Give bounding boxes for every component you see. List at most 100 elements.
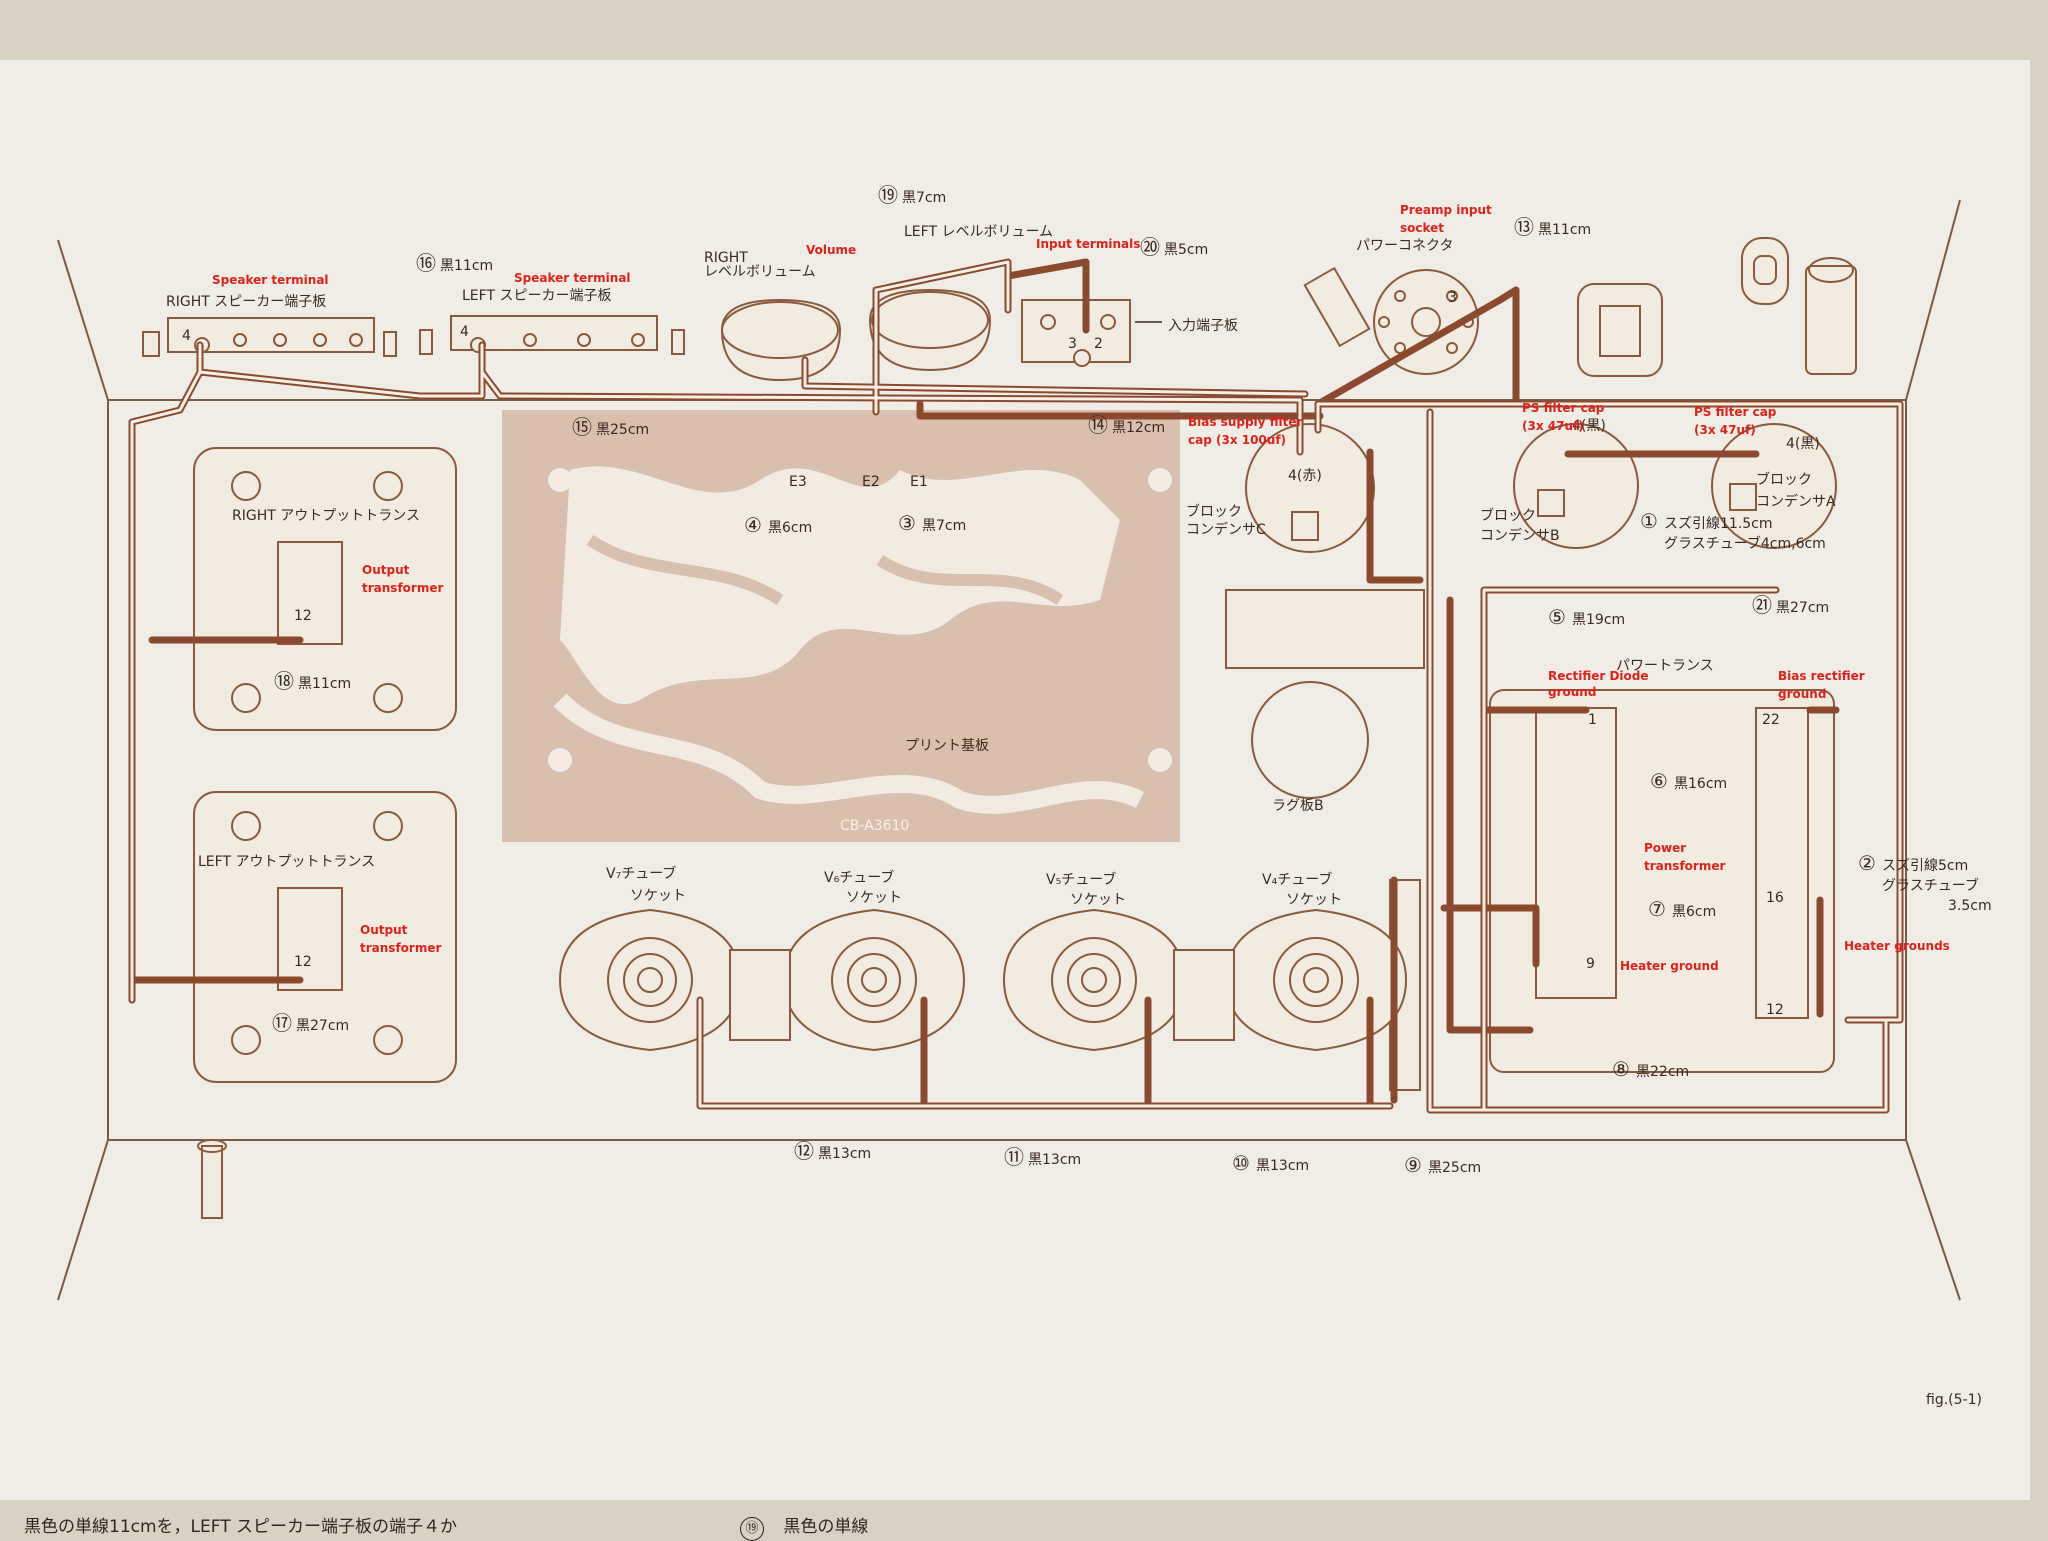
pt-pin-1: 1 (1588, 712, 1597, 728)
ground-post (197, 1139, 227, 1219)
wire-number: ⑬ (1514, 215, 1534, 239)
left-volume-label: LEFT レベルボリューム (904, 224, 1053, 240)
wire-sleeve-length: 3.5cm (1948, 898, 1992, 914)
wire-number: ⑭ (1088, 413, 1108, 437)
footer-text: 黒色の単線11cmを，LEFT スピーカー端子板の端子４か (24, 1517, 458, 1537)
wire-length: 黒6cm (1672, 904, 1716, 920)
block-cap-c-label-1: ブロック (1186, 503, 1242, 520)
wire-number: ㉑ (1752, 593, 1772, 617)
left-volume-pot (868, 288, 992, 372)
pt-pin-9: 9 (1586, 956, 1595, 972)
right-output-transformer: 12 (193, 447, 457, 731)
cap-c-pin-label: 4(赤) (1288, 468, 1322, 484)
annotation-input-terminals: Input terminals (1036, 237, 1140, 251)
left-speaker-terminal-board: 4 (419, 315, 685, 355)
tube-v5-label: V₅チューブ (1046, 871, 1116, 888)
annotation-ot-right-2: transformer (362, 581, 443, 595)
wire-number: ⑰ (272, 1011, 292, 1035)
annotation-ot-left-2: transformer (360, 941, 441, 955)
wire-number: ① (1640, 509, 1658, 533)
choke-block (1225, 589, 1425, 799)
footer-step: ⑲ 黒色の単線 (740, 1512, 868, 1541)
lug-board-label: ラグ板B (1272, 798, 1324, 814)
right-ot-pin-label: 12 (294, 608, 312, 624)
tube-v7-sub: ソケット (630, 888, 686, 904)
board-part-number: CB-A3610 (840, 818, 909, 834)
wire-number: ⑩ (1232, 1151, 1250, 1175)
trim-pot-1 (729, 949, 791, 1041)
block-cap-b-label-2: コンデンサB (1480, 527, 1560, 544)
wire-length: 黒5cm (1164, 242, 1208, 258)
printed-circuit-board: プリント基板 CB-A3610 (502, 410, 1180, 842)
wire-length: 黒13cm (1028, 1152, 1081, 1168)
pt-pin-16: 16 (1766, 890, 1784, 906)
tube-socket-3 (1002, 908, 1186, 1052)
right-output-transformer-label: RIGHT アウトプットトランス (232, 508, 420, 524)
left-output-transformer-label: LEFT アウトプットトランス (198, 854, 375, 870)
pad-e1: E1 (910, 474, 928, 490)
wire-length: 黒27cm (296, 1018, 349, 1034)
left-speaker-pin-label: 4 (460, 324, 469, 340)
wire-length: 黒6cm (768, 520, 812, 536)
tube-v5-sub: ソケット (1070, 892, 1126, 908)
tube-v4-label: V₄チューブ (1262, 871, 1332, 888)
wire-length: 黒7cm (902, 190, 946, 206)
block-cap-a-label-1: ブロック (1756, 471, 1812, 488)
input-terminal-board: 3 2 (1021, 299, 1162, 367)
board-label: プリント基板 (905, 737, 989, 754)
annotation-ps-cap-b-2: (3x 47uf) (1522, 419, 1584, 433)
annotation-ps-cap-b-1: PS filter cap (1522, 401, 1605, 415)
input-terminal-label: 入力端子板 (1168, 318, 1238, 334)
cap-a-pin-label: 4(黒) (1786, 436, 1820, 452)
input-pin-3: 3 (1068, 336, 1077, 352)
block-capacitor-c: 4(赤) (1245, 423, 1375, 553)
power-transformer-label: パワートランス (1616, 658, 1714, 674)
wire-callout-10: ⑩ 黒13cm (1232, 1151, 1309, 1175)
tube-v6-label: V₆チューブ (824, 869, 894, 886)
tube-v7-label: V₇チューブ (606, 865, 676, 882)
right-speaker-terminal-board: 4 (142, 317, 397, 357)
wire-length: 黒27cm (1776, 600, 1829, 616)
right-volume-label-1: RIGHT (704, 250, 748, 266)
wire-length: 黒19cm (1572, 612, 1625, 628)
wire-length: 黒11cm (1538, 222, 1591, 238)
left-ot-pin-label: 12 (294, 954, 312, 970)
right-speaker-pin-label: 4 (182, 328, 191, 344)
annotation-power-transformer-2: transformer (1644, 859, 1725, 873)
footer-step-number: ⑲ (740, 1517, 764, 1541)
wire-harness-inner (130, 260, 1902, 1112)
power-transformer: 1 22 9 16 12 (1489, 689, 1835, 1073)
annotation-ps-cap-a-1: PS filter cap (1694, 405, 1777, 419)
annotation-preamp-input-2: socket (1400, 221, 1444, 235)
tube-v6-sub: ソケット (846, 890, 902, 906)
wire-length: スズ引線5cm (1882, 858, 1968, 874)
right-volume-pot (720, 298, 842, 382)
annotation-heater-grounds: Heater grounds (1844, 939, 1950, 953)
annotation-ps-cap-a-2: (3x 47uf) (1694, 423, 1756, 437)
wire-number: ⑧ (1612, 1057, 1630, 1081)
figure-label: fig.(5-1) (1926, 1392, 1982, 1408)
annotation-speaker-terminal-left: Speaker terminal (514, 271, 631, 285)
wire-length: 黒13cm (1256, 1158, 1309, 1174)
wire-length: 黒25cm (1428, 1160, 1481, 1176)
wire-number: ② (1858, 851, 1876, 875)
wire-number: ⑮ (572, 415, 592, 439)
connector-pin-label: 3 (1448, 290, 1457, 306)
tube-sockets (558, 908, 1408, 1052)
wire-length: スズ引線11.5cm (1664, 516, 1773, 532)
wire-length: 黒11cm (298, 676, 351, 692)
power-connector-socket: 3 (1303, 266, 1479, 375)
wire-number: ⑪ (1004, 1145, 1024, 1169)
